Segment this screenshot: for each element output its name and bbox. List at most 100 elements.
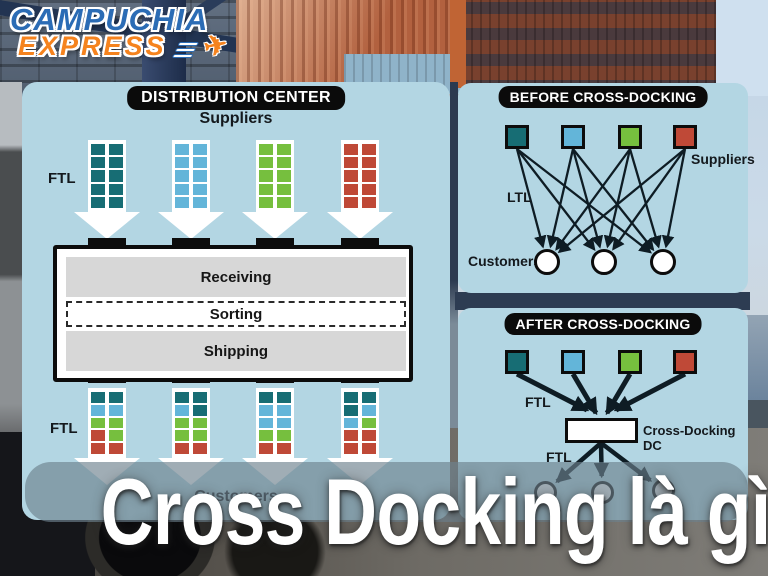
before-suppliers-label: Suppliers (691, 151, 755, 167)
dock-door (256, 238, 294, 248)
cargo-cell (193, 144, 207, 156)
photo-containers-right (462, 0, 748, 92)
distribution-center-badge: DISTRIBUTION CENTER (127, 86, 345, 110)
dock-door (341, 238, 379, 248)
truck-cargo-grid (172, 140, 210, 212)
cargo-cell (91, 183, 105, 195)
photo-sky-corner (716, 0, 768, 96)
plane-icon: ✈ (200, 27, 230, 63)
ftl-outbound-label: FTL (50, 420, 78, 437)
outbound-trucks (22, 82, 450, 520)
logo-campuchia-text: CAMPUCHIA (10, 2, 209, 37)
arrow-head-icon (74, 212, 140, 239)
arrow-head-icon (242, 212, 308, 239)
cargo-cell (91, 443, 105, 454)
photo-left-strip (0, 82, 22, 432)
truck-arrow (74, 140, 140, 239)
cargo-cell (259, 170, 273, 182)
truck-arrow (158, 140, 224, 239)
cargo-cell (344, 443, 358, 454)
supplier-square (618, 125, 642, 149)
photo-gap-strip (450, 82, 458, 522)
cargo-cell (109, 392, 123, 403)
cargo-cell (175, 196, 189, 208)
supplier-square (673, 350, 697, 374)
cargo-cell (259, 196, 273, 208)
cargo-cell (277, 430, 291, 442)
cargo-cell (175, 430, 189, 442)
truck-cargo-grid (256, 388, 294, 458)
after-supplier-squares (458, 308, 748, 520)
before-network-lines (515, 148, 687, 254)
cargo-cell (91, 404, 105, 416)
cargo-cell (362, 392, 376, 403)
before-badge: BEFORE CROSS-DOCKING (498, 86, 708, 108)
truck-cargo-grid (172, 388, 210, 458)
cargo-cell (193, 196, 207, 208)
before-customers-label: Customers (468, 253, 542, 269)
cargo-cell (362, 170, 376, 182)
truck-cargo-grid (88, 140, 126, 212)
arrow-head-icon (158, 212, 224, 239)
ltl-label: LTL (507, 189, 532, 205)
customer-circle (591, 249, 617, 275)
cargo-cell (175, 144, 189, 156)
cargo-cell (193, 404, 207, 416)
supplier-square (618, 350, 642, 374)
after-ftl-out-label: FTL (546, 449, 572, 465)
cargo-cell (175, 170, 189, 182)
cargo-cell (193, 170, 207, 182)
cargo-cell (109, 443, 123, 454)
cargo-cell (109, 417, 123, 429)
dock-door (172, 238, 210, 248)
cargo-cell (344, 417, 358, 429)
cargo-cell (277, 443, 291, 454)
cargo-cell (175, 392, 189, 403)
photo-pole (142, 0, 186, 94)
cargo-cell (344, 404, 358, 416)
cargo-cell (109, 430, 123, 442)
cargo-cell (277, 183, 291, 195)
cargo-cell (175, 417, 189, 429)
zone-shipping: Shipping (66, 331, 406, 371)
cargo-cell (109, 170, 123, 182)
logo: CAMPUCHIA EXPRESS ✈ (10, 2, 230, 66)
cargo-cell (193, 430, 207, 442)
cargo-cell (362, 417, 376, 429)
cargo-cell (259, 157, 273, 169)
cargo-cell (91, 144, 105, 156)
cargo-cell (277, 196, 291, 208)
supplier-square (505, 125, 529, 149)
suppliers-label: Suppliers (199, 110, 273, 127)
dc-building: Receiving Sorting Shipping (53, 245, 413, 382)
supplier-square (561, 125, 585, 149)
cargo-cell (362, 404, 376, 416)
distribution-center-panel: DISTRIBUTION CENTER Suppliers FTL Receiv… (22, 82, 450, 520)
truck-cargo-grid (88, 388, 126, 458)
photo-orange-post (450, 0, 466, 88)
headline: Cross Docking là gì? (0, 465, 768, 559)
cargo-cell (277, 170, 291, 182)
cargo-cell (91, 417, 105, 429)
cargo-cell (109, 404, 123, 416)
before-supplier-squares (458, 83, 748, 293)
cargo-cell (193, 417, 207, 429)
cargo-cell (259, 443, 273, 454)
cargo-cell (344, 157, 358, 169)
cargo-cell (277, 157, 291, 169)
cargo-cell (109, 183, 123, 195)
after-ftl-in-label: FTL (525, 394, 551, 410)
cargo-cell (277, 417, 291, 429)
supplier-square (561, 350, 585, 374)
cargo-cell (277, 144, 291, 156)
cargo-cell (362, 157, 376, 169)
after-badge: AFTER CROSS-DOCKING (504, 313, 702, 335)
headline-overlay-band (25, 462, 748, 522)
speed-lines-icon (171, 41, 200, 60)
cargo-cell (91, 196, 105, 208)
cargo-cell (344, 430, 358, 442)
cargo-cell (344, 196, 358, 208)
cargo-cell (109, 196, 123, 208)
supplier-square (673, 125, 697, 149)
